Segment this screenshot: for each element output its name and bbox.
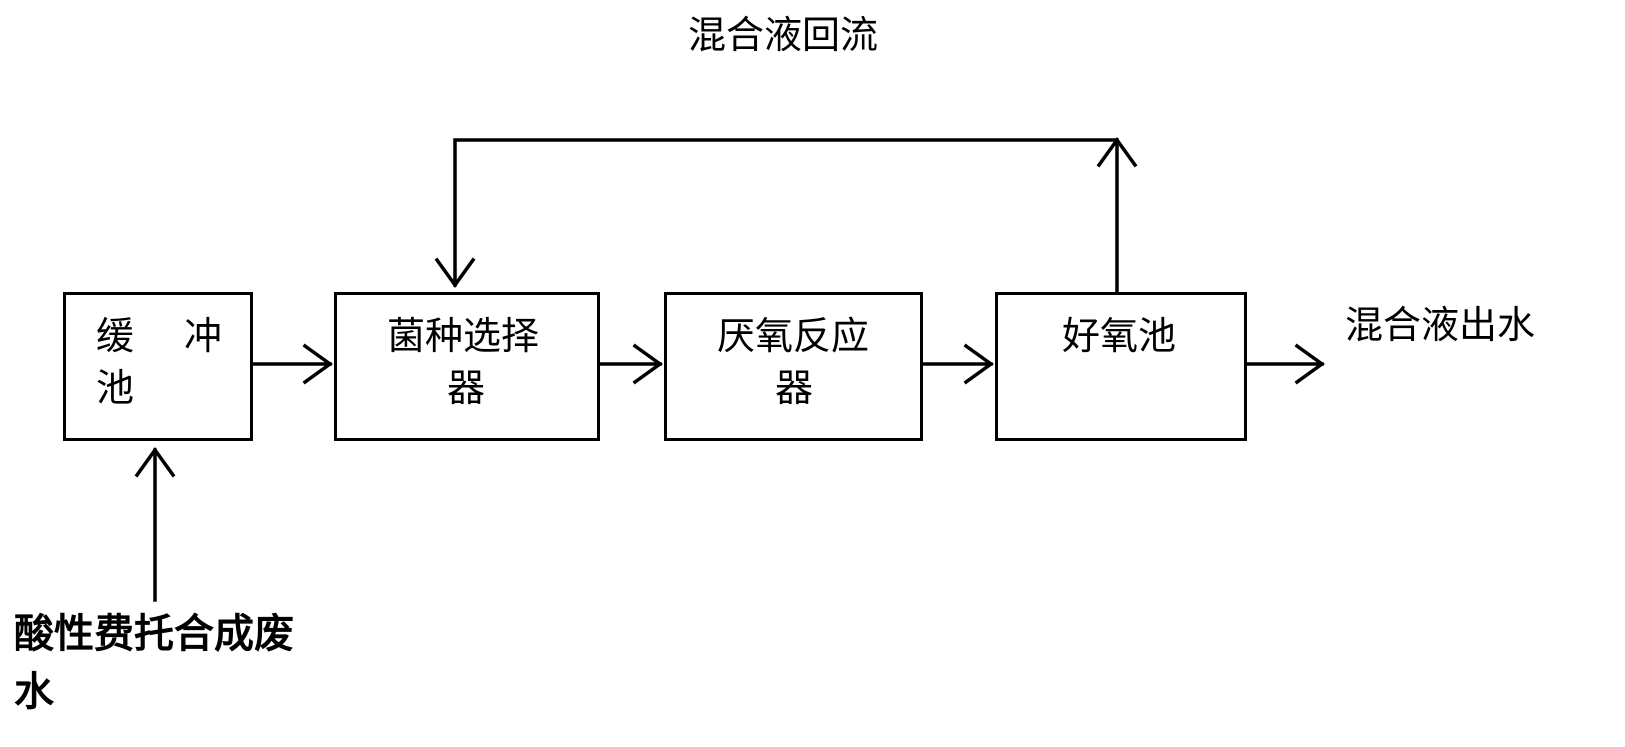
anaerobic-reactor-label-line1: 厌氧反应 xyxy=(717,314,870,358)
arrowhead-selector-to-anaerobic xyxy=(632,343,663,385)
strain-selector-box: 菌种选择 器 xyxy=(334,292,600,441)
anaerobic-reactor-box: 厌氧反应 器 xyxy=(664,292,923,441)
inlet-label-line1: 酸性费托合成废 xyxy=(14,611,294,657)
strain-selector-label-line2: 器 xyxy=(447,366,486,410)
buffer-tank-label-char2: 冲 xyxy=(184,314,223,358)
arrowhead-aerobic-to-outlet xyxy=(1294,343,1325,385)
arrowhead-recycle-down xyxy=(434,257,476,288)
recycle-label: 混合液回流 xyxy=(688,13,879,57)
arrowhead-anaerobic-to-aerobic xyxy=(963,343,994,385)
arrowhead-inlet-to-buffer xyxy=(134,447,176,478)
buffer-tank-label-char3: 池 xyxy=(96,366,135,410)
inlet-label-line2: 水 xyxy=(14,669,54,715)
recycle-loop-line xyxy=(453,138,1119,295)
buffer-tank-box: 缓 冲 池 xyxy=(63,292,253,441)
buffer-tank-label-char1: 缓 xyxy=(96,314,135,358)
arrowhead-buffer-to-selector xyxy=(302,343,333,385)
arrowhead-recycle-up xyxy=(1096,137,1138,168)
aerobic-tank-box: 好氧池 xyxy=(995,292,1247,441)
outlet-label: 混合液出水 xyxy=(1345,303,1536,347)
anaerobic-reactor-label-line2: 器 xyxy=(775,366,814,410)
strain-selector-label-line1: 菌种选择 xyxy=(387,314,540,358)
aerobic-tank-label: 好氧池 xyxy=(1062,314,1177,358)
